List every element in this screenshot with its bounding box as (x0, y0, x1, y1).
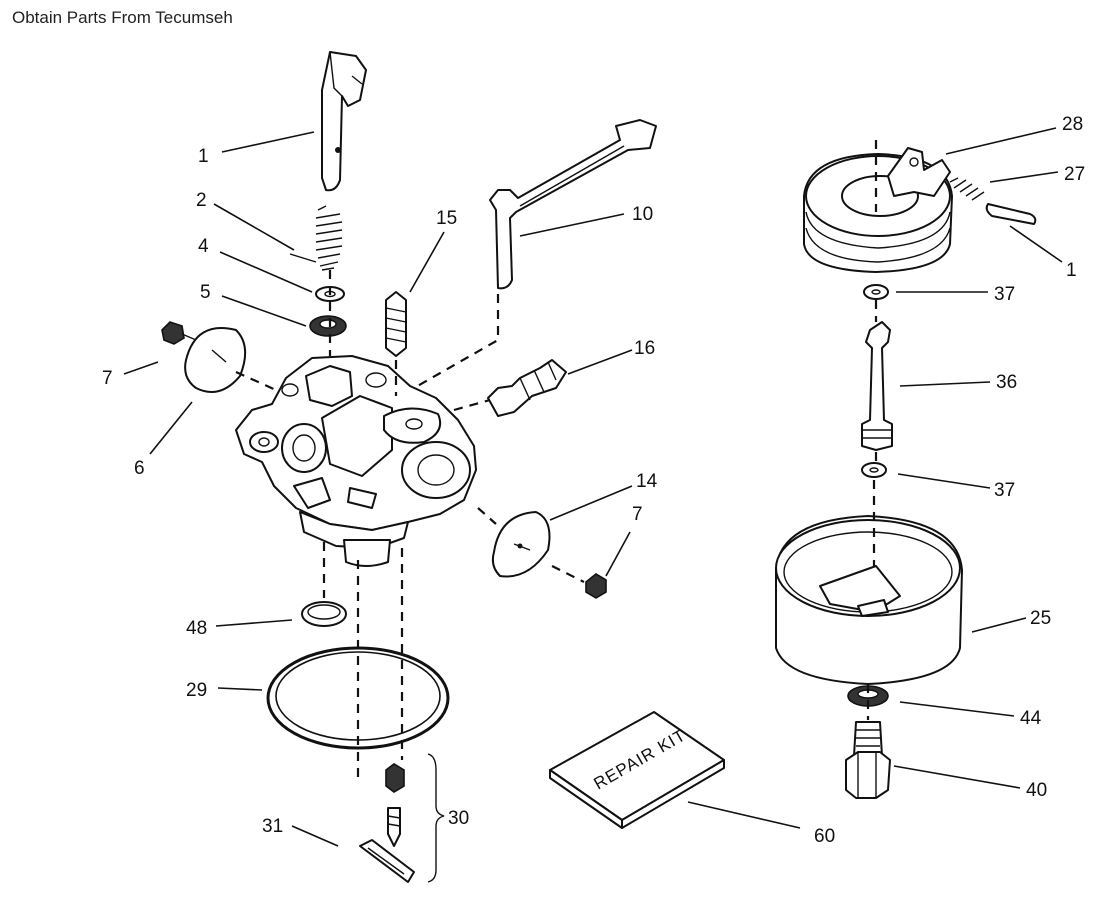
assembly-lines-left (235, 270, 585, 780)
callout-44: 44 (1020, 708, 1042, 729)
part-seal-5 (309, 315, 347, 337)
callout-15: 15 (436, 208, 457, 229)
part-nozzle-36 (861, 321, 893, 451)
callout-1b: 1 (1066, 260, 1077, 281)
part-float-bowl-25 (775, 515, 963, 685)
callout-28: 28 (1062, 114, 1083, 135)
part-spring-2 (289, 205, 343, 271)
part-throttle-plate-6 (184, 327, 247, 393)
callout-1a: 1 (198, 146, 209, 167)
part-eclip-37b (861, 462, 887, 478)
callout-5: 5 (200, 282, 211, 303)
leader-lines (123, 127, 1063, 847)
part-screw-7b (585, 573, 607, 599)
part-bowl-nut-40 (845, 721, 891, 799)
callout-48: 48 (186, 618, 207, 639)
part-float-pin-31 (359, 839, 415, 883)
callout-25: 25 (1030, 608, 1051, 629)
callout-7a: 7 (102, 368, 113, 389)
part-screw-7a (161, 321, 197, 345)
part-inlet-needle-30 (385, 763, 405, 847)
callout-16: 16 (634, 338, 655, 359)
assembly-lines-right (866, 140, 878, 720)
callout-31: 31 (262, 816, 283, 837)
callout-10: 10 (632, 204, 653, 225)
callout-30: 30 (448, 808, 469, 829)
repair-kit-box: REPAIR KIT (549, 711, 725, 829)
callout-6: 6 (134, 458, 145, 479)
callout-60: 60 (814, 826, 835, 847)
callout-29: 29 (186, 680, 207, 701)
callout-4: 4 (198, 236, 209, 257)
callout-36: 36 (996, 372, 1017, 393)
callout-7b: 7 (632, 504, 643, 525)
part-carburetor-body (235, 355, 477, 567)
part-gasket-48 (301, 601, 347, 627)
part-eclip-37a (863, 284, 889, 300)
part-choke-shaft-10 (489, 119, 657, 290)
callout-37a: 37 (994, 284, 1015, 305)
part-throttle-shaft (321, 51, 367, 192)
part-choke-plate-14 (491, 511, 551, 578)
callout-2: 2 (196, 190, 207, 211)
part-hinge-pin-1b (985, 203, 1037, 225)
callout-14: 14 (636, 471, 658, 492)
callout-40: 40 (1026, 780, 1047, 801)
part-float-28 (803, 147, 953, 273)
callout-37b: 37 (994, 480, 1015, 501)
callout-labels: 1 2 4 5 7 6 15 10 16 14 7 48 29 30 31 60… (102, 114, 1085, 847)
part-fitting-16 (487, 359, 567, 417)
bracket-30 (427, 753, 445, 883)
part-washer-44 (847, 685, 889, 707)
part-spring-27 (949, 177, 985, 201)
part-needle-15 (385, 291, 407, 357)
header-note: Obtain Parts From Tecumseh (12, 8, 233, 27)
callout-27: 27 (1064, 164, 1085, 185)
